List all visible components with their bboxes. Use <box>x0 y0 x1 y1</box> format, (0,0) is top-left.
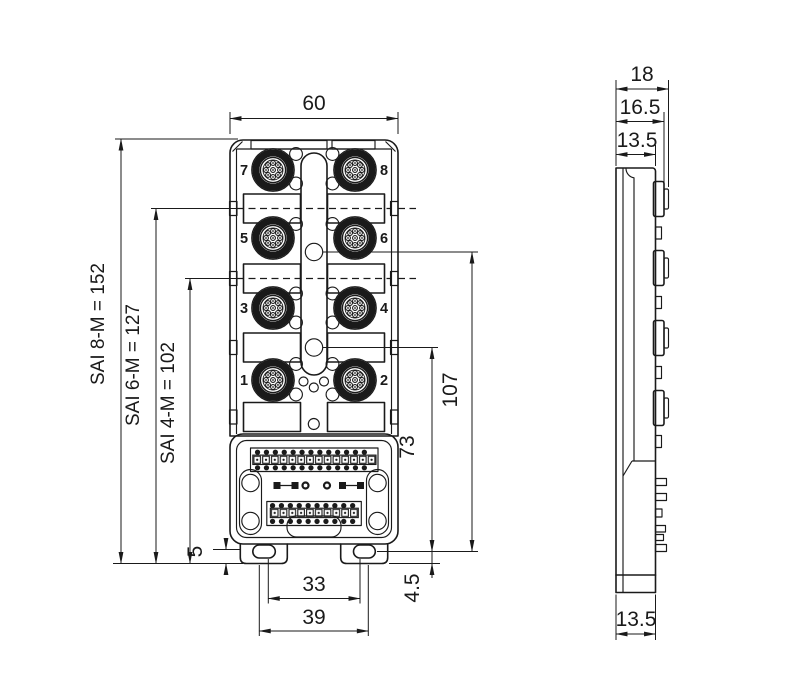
center-channel <box>289 147 340 431</box>
terminal-strip-upper <box>249 447 379 473</box>
m12-connector-7 <box>252 149 295 192</box>
housing-side-holes <box>238 468 390 536</box>
m12-connector-1 <box>252 359 295 402</box>
mounting-slot-right <box>352 544 377 559</box>
status-led <box>301 481 310 490</box>
dim-side-16-5: 16.5 <box>620 96 661 119</box>
connector-number-2: 2 <box>380 373 388 389</box>
m12-connector-5 <box>252 217 295 260</box>
terminal-strip-lower <box>266 500 362 527</box>
mounting-feet <box>239 543 389 565</box>
mounting-slot-left <box>252 544 277 559</box>
connector-number-4: 4 <box>380 301 388 317</box>
front-top-recesses <box>250 139 376 150</box>
bottom-terminal-housing <box>229 433 399 545</box>
dim-slot-33: 33 <box>302 573 325 596</box>
connector-number-3: 3 <box>240 301 248 317</box>
dim-side-13-5: 13.5 <box>617 129 658 152</box>
dim-offset-4-5: 4.5 <box>401 573 424 602</box>
connector-number-8: 8 <box>380 163 388 179</box>
m12-connectors: 7 8 5 6 3 4 1 2 <box>240 149 388 402</box>
dim-foot-5: 5 <box>184 546 207 558</box>
dim-hole-73: 73 <box>396 435 419 458</box>
dimensions-side: 18 16.5 13.5 13.5 <box>615 63 670 640</box>
connector-number-6: 6 <box>380 231 388 247</box>
m12-connector-2 <box>334 359 377 402</box>
dim-side-18: 18 <box>630 63 653 86</box>
m12-connector-6 <box>334 217 377 260</box>
dim-sai-6m: SAI 6-M = 127 <box>123 304 144 426</box>
side-body <box>615 167 657 594</box>
side-terminal-pins <box>654 477 668 553</box>
dim-front-width: 60 <box>302 92 325 115</box>
connector-number-7: 7 <box>240 163 248 179</box>
dim-sai-4m: SAI 4-M = 102 <box>158 342 179 464</box>
dim-side-base-13-5: 13.5 <box>616 608 657 631</box>
dip-switch-leds <box>273 481 364 490</box>
connector-number-1: 1 <box>240 373 248 389</box>
connector-number-5: 5 <box>240 231 248 247</box>
m12-connector-3 <box>252 287 295 330</box>
status-led <box>322 481 332 490</box>
dim-hole-107: 107 <box>439 372 462 407</box>
housing-screw-holes <box>289 147 340 431</box>
m12-connector-4 <box>334 287 377 330</box>
center-mount-hole-upper <box>304 242 324 262</box>
dim-slot-39: 39 <box>302 606 325 629</box>
dimensions-front: 60 SAI 8-M = 152 SAI 6-M = 127 SAI 4-M =… <box>88 92 478 636</box>
dim-sai-8m: SAI 8-M = 152 <box>88 263 109 385</box>
front-view: 7 8 5 6 3 4 1 2 <box>228 139 416 565</box>
side-view <box>615 167 670 594</box>
m12-connector-8 <box>334 149 377 192</box>
center-mount-hole-lower <box>304 338 324 357</box>
side-connector-bumps <box>652 180 670 449</box>
